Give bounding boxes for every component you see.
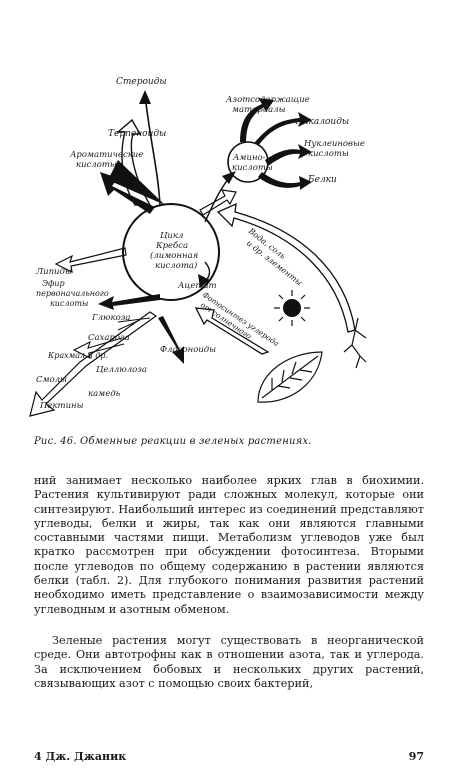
nucleic-arrow <box>265 144 312 166</box>
metabolic-diagram: Стероиды Терпеноиды Ароматические кислот… <box>29 77 367 417</box>
carbohydrates-arrow <box>29 311 158 417</box>
hollow-arrow-right <box>199 189 237 216</box>
label-hemicellulose: камедь <box>88 389 121 399</box>
footer-signature: 4 Дж. Джаник <box>34 750 127 763</box>
paragraph-2-text: Зеленые растения могут существовать в не… <box>34 634 424 690</box>
label-terpenoids: Терпеноиды <box>108 129 166 139</box>
upper-left-black-wedge <box>108 160 165 205</box>
label-cycle-4: кислота) <box>155 260 197 271</box>
label-cycle-1: Цикл <box>160 231 183 241</box>
water-salt-arrow <box>216 202 356 333</box>
label-amino-2: кислоты <box>232 163 273 173</box>
label-fatty-2: первоначального <box>36 289 109 298</box>
sun-icon <box>274 290 310 326</box>
glucose-arrow <box>117 317 151 331</box>
page-number: 97 <box>408 750 424 763</box>
flavonoids-arrow <box>158 316 184 364</box>
starch-branch-arrow <box>72 337 125 359</box>
label-cellulose: Целлюлоза <box>96 365 147 375</box>
label-cycle-2: Кребса <box>155 240 188 251</box>
leaf-icon <box>257 351 323 403</box>
paragraph-1: ний занимает несколько наиболее ярких гл… <box>34 474 424 617</box>
terpenoids-arrow <box>116 118 152 206</box>
plant-stem <box>343 317 367 369</box>
label-sucrose: Сахароза <box>88 333 130 343</box>
acetate-arrowhead <box>198 274 210 288</box>
label-nucleic-1: Нуклеиновые <box>303 139 365 149</box>
proteins-arrow <box>258 172 312 190</box>
label-starch: Крахмал и др. <box>47 351 108 360</box>
label-fatty-1: Эфир <box>42 279 65 288</box>
label-lipids: Липиды <box>35 267 72 277</box>
label-proteins: Белки <box>307 175 337 185</box>
steroids-arrow <box>144 94 161 206</box>
label-aromatic-2: кислоты <box>76 160 117 170</box>
nitrogen-arrow <box>240 98 274 143</box>
label-cycle-3: (лимонная <box>150 250 199 261</box>
label-nucleic-2: кислоты <box>308 149 349 159</box>
label-gums: Пектины <box>39 401 84 411</box>
label-flavonoids: Флавоноиды <box>160 345 216 355</box>
fatty-acid-arrow <box>98 294 160 310</box>
figure-caption: Рис. 46. Обменные реакции в зеленых раст… <box>34 436 312 447</box>
paragraph-1-text: ний занимает несколько наиболее ярких гл… <box>34 474 424 616</box>
cycle-to-amino-arrowhead <box>222 171 236 184</box>
alkaloids-arrow <box>255 112 312 146</box>
label-steroids: Стероиды <box>116 77 167 87</box>
label-alkaloids: Алкалоиды <box>295 117 349 127</box>
krebs-cycle-circle <box>122 203 220 301</box>
steroids-arrowhead <box>139 90 151 104</box>
label-starches: Смолы <box>36 375 67 385</box>
paragraph-2: Зеленые растения могут существовать в не… <box>34 634 424 691</box>
label-nitrogen-2: материалы <box>232 105 286 115</box>
lipids-arrow <box>54 247 127 274</box>
label-acetate: Ацетат <box>177 281 217 291</box>
photosynthesis-arrow <box>194 307 270 355</box>
label-fatty-3: кислоты <box>50 299 88 308</box>
label-nitrogen-1: Азотсодержащие <box>225 95 310 105</box>
label-amino-1: Амино- <box>232 153 266 163</box>
label-aromatic-1: Ароматические <box>69 150 143 160</box>
label-glucose: Глюкоза <box>91 313 130 323</box>
